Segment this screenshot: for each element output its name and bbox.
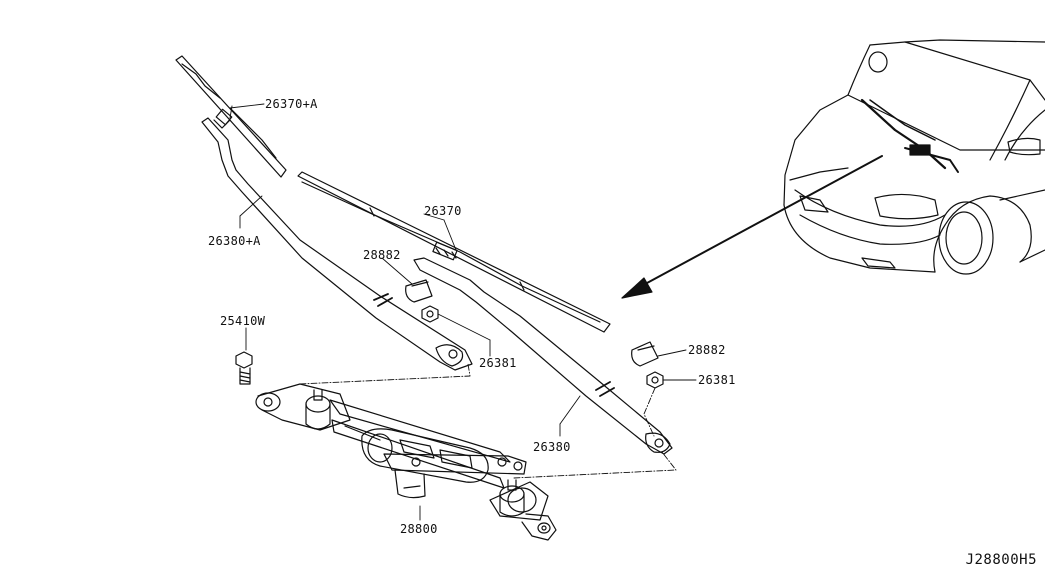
wiper-linkage-motor — [255, 383, 557, 541]
location-arrow — [621, 155, 883, 299]
leader-lines — [229, 103, 697, 521]
wiper-arm-lh — [413, 257, 673, 455]
label-28882-rh: 28882 — [363, 248, 401, 262]
pivot-nut-rh — [421, 305, 439, 323]
mounting-bolt — [235, 351, 253, 385]
label-25410W: 25410W — [220, 314, 266, 328]
label-26380A: 26380+A — [208, 234, 261, 248]
label-28800: 28800 — [400, 522, 438, 536]
wiper-arm-rh — [201, 117, 473, 371]
pivot-nut-lh — [646, 371, 664, 389]
pivot-cap-lh — [631, 341, 659, 367]
wiper-blade-lh — [297, 171, 611, 333]
wiper-blade-rh — [175, 55, 287, 178]
label-28882-lh: 28882 — [688, 343, 726, 357]
label-26381-lh: 26381 — [698, 373, 736, 387]
car-inset-illustration — [783, 39, 1045, 275]
label-26370A: 26370+A — [265, 97, 318, 111]
diagram-code: J28800H5 — [965, 552, 1037, 568]
label-26380: 26380 — [533, 440, 571, 454]
label-26381-rh: 26381 — [479, 356, 517, 370]
pivot-cap-rh — [405, 279, 433, 303]
label-26370: 26370 — [424, 204, 462, 218]
